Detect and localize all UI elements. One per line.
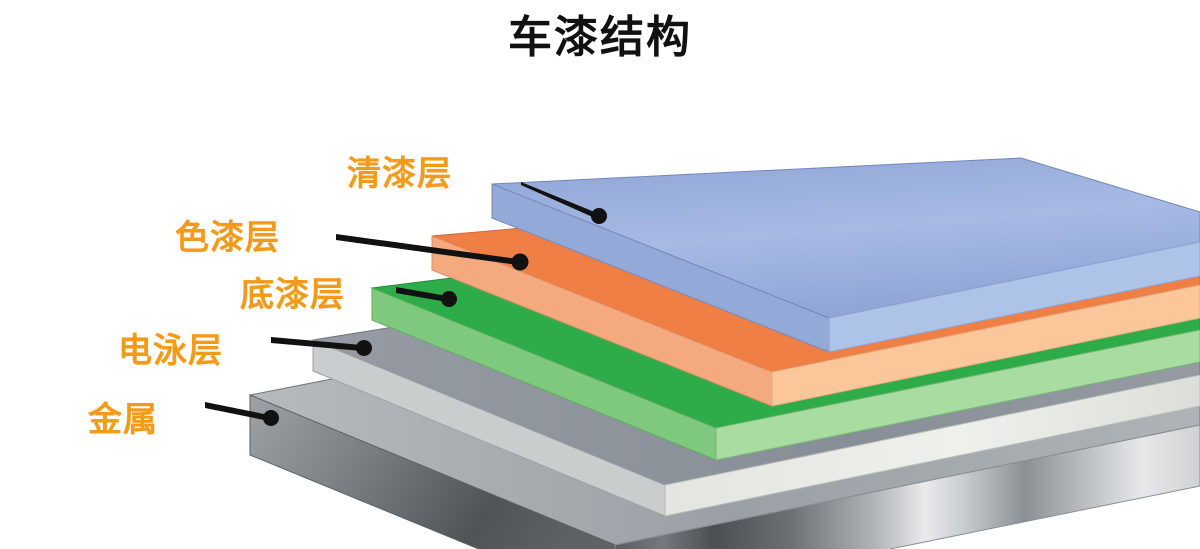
- leader-line-ecoat: [271, 337, 362, 351]
- page-title: 车漆结构: [508, 12, 692, 63]
- layer-label-metal: 金属: [88, 400, 158, 440]
- primer-front-face: [715, 329, 1200, 461]
- clearcoat-front-face: [828, 241, 1200, 353]
- leader-line-metal: [205, 402, 269, 421]
- layer-label-ecoat: 电泳层: [118, 331, 223, 371]
- leader-line-primer: [396, 287, 447, 302]
- layer-label-basecoat: 色漆层: [175, 218, 280, 258]
- leader-line-clearcoat: [521, 182, 597, 219]
- ecoat-front-face: [664, 374, 1200, 517]
- leader-dot-metal: [263, 410, 279, 426]
- layer-label-primer: 底漆层: [240, 275, 345, 315]
- leader-lines: [205, 182, 607, 426]
- leader-dot-primer: [441, 291, 457, 307]
- leader-dot-basecoat: [511, 253, 529, 271]
- leader-dot-clearcoat: [591, 208, 607, 224]
- metal-front-face: [614, 424, 1200, 549]
- layer-slab-clearcoat: [491, 157, 1200, 353]
- leader-dot-ecoat: [356, 340, 372, 356]
- basecoat-front-face: [771, 284, 1200, 407]
- metal-left-face: [249, 394, 616, 549]
- leader-line-basecoat: [336, 234, 518, 265]
- layer-label-clearcoat: 清漆层: [347, 154, 452, 194]
